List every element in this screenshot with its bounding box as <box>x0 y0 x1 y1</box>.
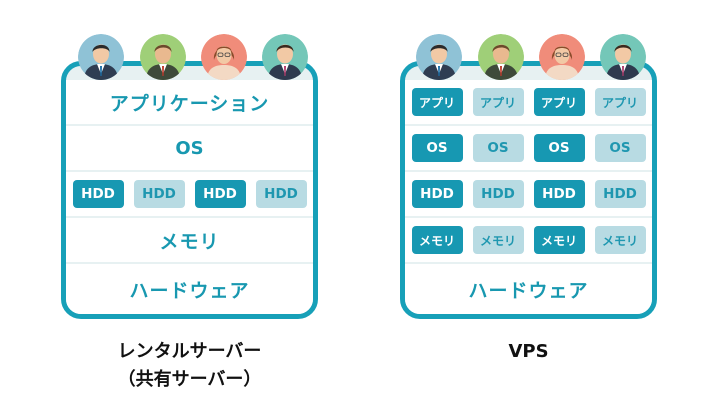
application-row: アプリケーション <box>66 80 313 124</box>
os-tile: OS <box>594 134 646 162</box>
os-tile: OS <box>533 134 585 162</box>
hdd-tile: HDD <box>472 180 524 208</box>
hdd-tile: HDD <box>133 180 185 208</box>
memory-tile: メモリ <box>533 226 585 254</box>
memory-row: メモリ メモリ メモリ メモリ <box>405 218 652 262</box>
app-tile: アプリ <box>411 88 463 116</box>
hdd-tile: HDD <box>72 180 124 208</box>
user-avatar-icon <box>416 34 462 80</box>
hardware-row: ハードウェア <box>66 264 313 314</box>
shared-server-caption: レンタルサーバー （共有サーバー） <box>61 338 318 394</box>
hdd-tile: HDD <box>533 180 585 208</box>
hardware-row: ハードウェア <box>405 264 652 314</box>
hardware-label: ハードウェア <box>129 279 250 302</box>
hdd-row: HDD HDD HDD HDD <box>405 172 652 216</box>
user-avatar-icon <box>201 34 247 80</box>
shared-server-box: アプリケーション OS HDD HDD HDD HDD メモリ ハードウェア <box>61 61 318 319</box>
user-avatar-icon <box>539 34 585 80</box>
user-avatar-icon <box>600 34 646 80</box>
hdd-tile: HDD <box>411 180 463 208</box>
hdd-row: HDD HDD HDD HDD <box>66 172 313 216</box>
caption-line-1: レンタルサーバー <box>117 341 262 362</box>
caption-vps: VPS <box>508 341 549 362</box>
hardware-label: ハードウェア <box>468 279 589 302</box>
memory-label: メモリ <box>159 230 220 253</box>
hdd-tile: HDD <box>194 180 246 208</box>
memory-row: メモリ <box>66 218 313 262</box>
os-tile: OS <box>411 134 463 162</box>
os-label: OS <box>175 137 204 159</box>
hdd-tile: HDD <box>255 180 307 208</box>
caption-line-2: （共有サーバー） <box>117 369 262 390</box>
memory-tile: メモリ <box>411 226 463 254</box>
vps-box: アプリ アプリ アプリ アプリ OS OS OS OS HDD HDD HDD … <box>400 61 657 319</box>
user-avatar-icon <box>78 34 124 80</box>
app-tile: アプリ <box>472 88 524 116</box>
user-avatar-icon <box>262 34 308 80</box>
memory-tile: メモリ <box>472 226 524 254</box>
os-tile: OS <box>472 134 524 162</box>
app-tile: アプリ <box>594 88 646 116</box>
vps-caption: VPS <box>400 338 657 366</box>
memory-tile: メモリ <box>594 226 646 254</box>
app-tile: アプリ <box>533 88 585 116</box>
os-row: OS OS OS OS <box>405 126 652 170</box>
app-row: アプリ アプリ アプリ アプリ <box>405 80 652 124</box>
user-avatar-icon <box>478 34 524 80</box>
application-label: アプリケーション <box>109 92 270 115</box>
os-row: OS <box>66 126 313 170</box>
hdd-tile: HDD <box>594 180 646 208</box>
user-avatar-icon <box>140 34 186 80</box>
